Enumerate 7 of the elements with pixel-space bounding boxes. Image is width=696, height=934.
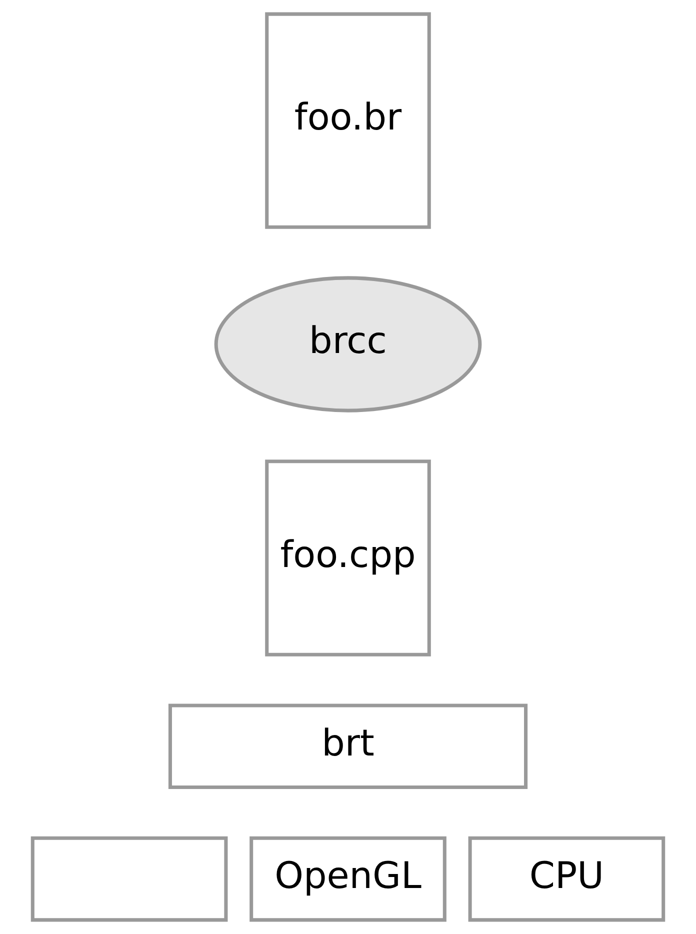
node-box: foo.cpp bbox=[265, 460, 431, 656]
node-box: foo.br bbox=[265, 12, 431, 229]
node-box bbox=[30, 836, 228, 922]
node-box: brt bbox=[168, 704, 528, 790]
node-box: CPU bbox=[468, 836, 666, 922]
node-ellipse: brcc bbox=[214, 276, 482, 412]
node-box: OpenGL bbox=[250, 836, 446, 922]
